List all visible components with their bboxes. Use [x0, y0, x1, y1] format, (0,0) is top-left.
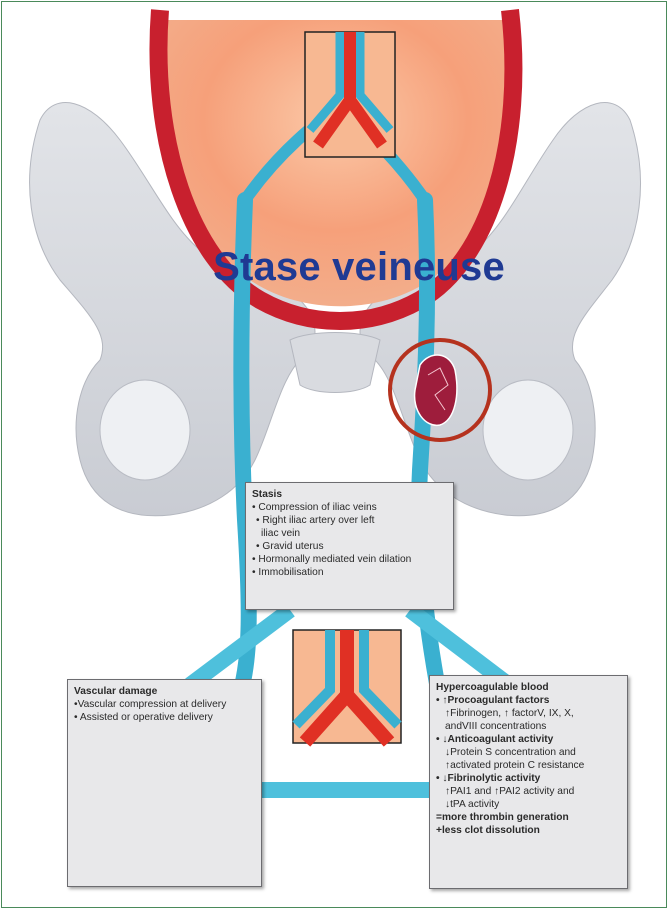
- hyper-line: • ↓Anticoagulant activity: [436, 733, 621, 746]
- stasis-line: • Gravid uterus: [252, 540, 447, 553]
- stasis-line: • Compression of iliac veins: [252, 501, 447, 514]
- hyper-line: ↑PAI1 and ↑PAI2 activity and: [436, 785, 621, 798]
- hyper-line: ↑activated protein C resistance: [436, 759, 621, 772]
- stasis-line: • Immobilisation: [252, 566, 447, 579]
- stasis-line: iliac vein: [252, 527, 447, 540]
- bottom-inset-bifurcation: [293, 630, 401, 743]
- vascular-heading: Vascular damage: [74, 685, 255, 698]
- hyper-line: • ↑Procoagulant factors: [436, 694, 621, 707]
- top-inset-bifurcation: [305, 32, 395, 157]
- hyper-line: =more thrombin generation: [436, 811, 621, 824]
- hyper-line: ↓tPA activity: [436, 798, 621, 811]
- stasis-line: • Right iliac artery over left: [252, 514, 447, 527]
- main-title: Stase veineuse: [0, 245, 670, 290]
- vascular-line: • Assisted or operative delivery: [74, 711, 255, 724]
- stasis-box: Stasis • Compression of iliac veins • Ri…: [245, 482, 454, 610]
- stasis-line: • Hormonally mediated vein dilation: [252, 553, 447, 566]
- hyper-line: andVIII concentrations: [436, 720, 621, 733]
- hyper-line: • ↓Fibrinolytic activity: [436, 772, 621, 785]
- stasis-heading: Stasis: [252, 488, 447, 501]
- hypercoagulable-box: Hypercoagulable blood • ↑Procoagulant fa…: [429, 675, 628, 889]
- hyper-line: +less clot dissolution: [436, 824, 621, 837]
- vascular-line: •Vascular compression at delivery: [74, 698, 255, 711]
- vascular-damage-box: Vascular damage •Vascular compression at…: [67, 679, 262, 887]
- hyper-line: ↓Protein S concentration and: [436, 746, 621, 759]
- hyper-line: ↑Fibrinogen, ↑ factorV, IX, X,: [436, 707, 621, 720]
- hyper-heading: Hypercoagulable blood: [436, 681, 621, 694]
